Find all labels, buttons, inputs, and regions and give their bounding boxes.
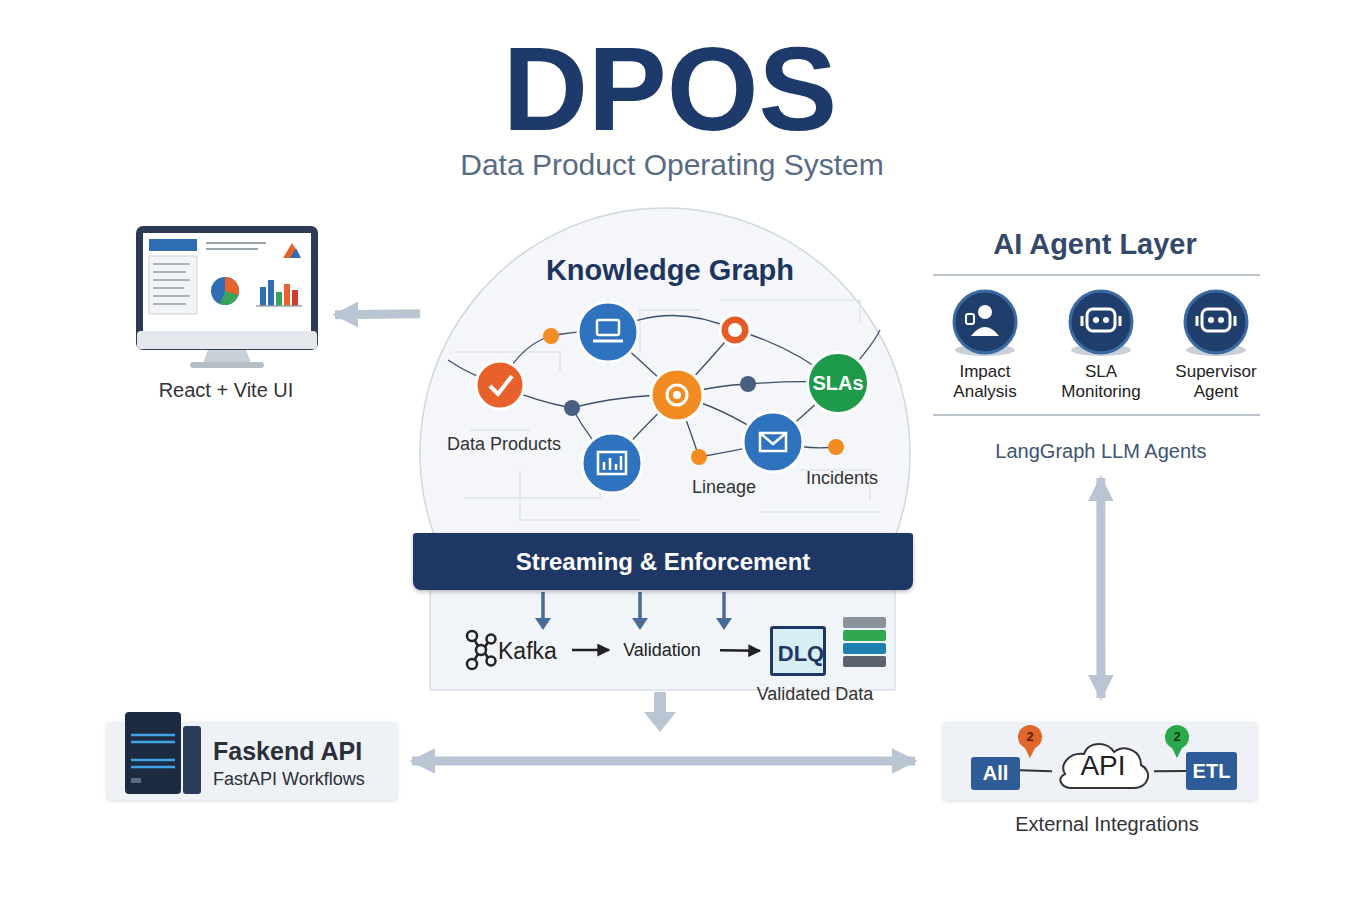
node-text: Impact Analysis	[932, 360, 1038, 404]
node-text: SLAs	[806, 351, 870, 415]
node-subtext: Incidents	[792, 465, 892, 491]
agent-icons	[971, 327, 999, 336]
agent-icons	[1185, 291, 1247, 353]
agent-icons	[1186, 344, 1246, 356]
monitor-illustration	[206, 243, 266, 249]
monitor-illustration	[149, 239, 197, 251]
node-text: Streaming & Enforcement	[413, 533, 913, 590]
node-text: API	[1052, 740, 1154, 792]
node-text: DLQ	[773, 629, 829, 679]
agent-layer-rules	[933, 414, 1260, 416]
monitor-illustration	[260, 287, 266, 306]
node-subtext: Data Products	[429, 431, 579, 457]
callout-number: 2	[1166, 727, 1188, 747]
node-text: React + Vite UI	[126, 376, 326, 404]
monitor-illustration	[137, 331, 317, 349]
monitor-illustration	[136, 226, 318, 350]
node-text: Supervisor Agent	[1163, 360, 1269, 404]
sla-node-circle: SLAs	[806, 351, 870, 415]
integration-tag: ETL	[1186, 752, 1237, 790]
agent-icons	[1202, 309, 1230, 331]
agent-icons	[966, 314, 974, 324]
agent-node: Impact Analysis	[932, 290, 1038, 402]
monitor-illustration	[268, 280, 274, 306]
node-text: Kafka	[498, 636, 568, 666]
output-label: Validated Data	[745, 681, 885, 707]
agent-icons	[1218, 317, 1224, 323]
flow-arrow	[335, 309, 420, 319]
flow-arrow	[720, 649, 760, 652]
agent-icons	[978, 305, 992, 319]
agent-node: SLA Monitoring	[1048, 290, 1154, 402]
node-text: External Integrations	[977, 810, 1237, 838]
monitor-illustration	[143, 233, 311, 331]
flow-arrow	[572, 649, 609, 652]
agent-icons	[954, 291, 1247, 356]
node-text: ETL	[1186, 752, 1237, 790]
down-flow-arrow	[644, 692, 676, 732]
agent-icons	[1093, 317, 1099, 323]
monitor-illustration	[283, 243, 301, 258]
backend-api-box: Faskend APIFastAPI Workflows	[107, 722, 397, 800]
flow-arrow	[412, 757, 915, 766]
agent-layer-group: AI Agent LayerLangGraph LLM Agents Impact…	[930, 225, 1265, 470]
agent-icons	[1071, 344, 1131, 356]
agent-node: Supervisor Agent	[1163, 290, 1269, 402]
integration-tag: All	[971, 757, 1020, 790]
dome-outline	[420, 208, 910, 543]
monitor-illustration	[211, 277, 239, 305]
node-text: Knowledge Graph	[520, 252, 820, 290]
link-line	[1020, 770, 1052, 771]
down-flow-arrow	[644, 692, 676, 732]
agent-icons	[1103, 317, 1109, 323]
node-subtext: FastAPI Workflows	[213, 766, 393, 792]
dlq-box: DLQ	[770, 626, 826, 676]
node-text: AI Agent Layer	[935, 226, 1255, 264]
flow-arrow	[1096, 478, 1105, 698]
agent-icons	[1208, 317, 1214, 323]
agent-icons	[1087, 309, 1115, 331]
agent-icons	[954, 291, 1016, 353]
monitor-illustration	[225, 277, 239, 295]
monitor-illustration	[190, 362, 264, 368]
node-text: All	[971, 757, 1020, 790]
node-text: Validation	[612, 636, 712, 664]
agent-icons	[955, 344, 1015, 356]
monitor-illustration	[284, 284, 290, 306]
agent-icons	[1197, 316, 1235, 326]
subtitle: Data Product Operating System	[372, 145, 972, 185]
api-cloud: API	[1052, 740, 1154, 792]
node-subtext: LangGraph LLM Agents	[961, 437, 1241, 465]
monitor-illustration	[153, 264, 190, 304]
panel-outline	[430, 583, 895, 690]
validation-stage: Validation	[612, 632, 712, 668]
diagram-title: DPOS	[470, 25, 870, 155]
node-subtext: Lineage	[674, 474, 774, 500]
callout-number: 2	[1019, 727, 1041, 747]
streaming-panel: Streaming & EnforcementKafka Validation DL…	[413, 533, 913, 693]
monitor-illustration	[256, 305, 302, 307]
monitor-illustration	[220, 291, 238, 305]
monitor-illustration	[292, 290, 298, 306]
agent-layer-rules	[933, 274, 1260, 276]
monitor-illustration	[290, 248, 301, 258]
link-line	[1154, 770, 1186, 772]
monitor-illustration	[136, 226, 318, 368]
agent-icons	[1082, 316, 1120, 326]
monitor-illustration	[276, 292, 282, 306]
kafka-stage: Kafka	[462, 628, 570, 672]
ui-monitor: React + Vite UI	[120, 222, 335, 404]
monitor-illustration	[149, 256, 197, 314]
integrations-box: External IntegrationsAllAPIETL	[943, 722, 1257, 800]
agent-icons	[1070, 291, 1132, 353]
node-text: SLA Monitoring	[1048, 360, 1154, 404]
knowledge-graph-dome: Knowledge GraphData ProductsLineage Incid…	[420, 208, 910, 543]
node-text: Faskend API	[213, 735, 393, 767]
monitor-illustration	[203, 350, 251, 363]
